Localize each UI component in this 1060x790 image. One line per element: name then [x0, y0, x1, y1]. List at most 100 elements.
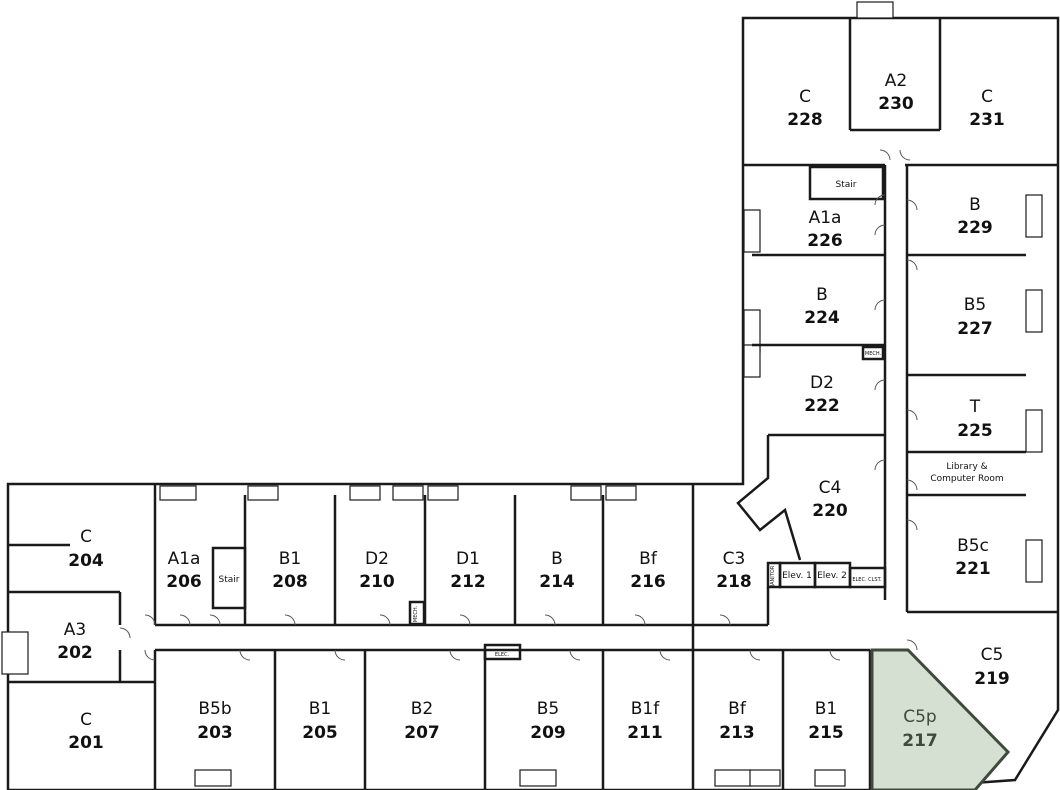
room-216[interactable]: Bf 216: [630, 549, 666, 592]
windows: [1, 1, 1043, 787]
room-228[interactable]: C 228: [787, 87, 823, 130]
room-204[interactable]: C 204: [68, 527, 104, 571]
elevator-1-label: Elev. 1: [782, 571, 812, 581]
room-type: B1: [279, 549, 301, 569]
room-type: C: [80, 710, 92, 730]
room-type: C4: [819, 478, 842, 498]
room-type: C5: [981, 645, 1004, 665]
room-number: 203: [197, 723, 233, 743]
building-outline: [6, 16, 1060, 790]
room-number: 210: [359, 572, 395, 592]
utility-labels: Stair Stair Library & Computer Room Elev…: [219, 180, 1004, 658]
room-214[interactable]: B 214: [539, 549, 575, 592]
room-number: 202: [57, 643, 93, 663]
room-number: 201: [68, 733, 104, 753]
room-number: 222: [804, 396, 840, 416]
room-number: 218: [716, 572, 752, 592]
room-213[interactable]: Bf 213: [719, 699, 755, 743]
room-type: B2: [411, 699, 433, 719]
room-type: A2: [885, 71, 907, 91]
room-type: Bf: [639, 549, 658, 569]
room-224[interactable]: B 224: [804, 285, 840, 328]
stair-label: Stair: [836, 180, 857, 190]
room-201[interactable]: C 201: [68, 710, 104, 753]
room-229[interactable]: B 229: [957, 195, 993, 238]
elec-closet-label: ELEC. CLST.: [852, 577, 882, 583]
elevator-2-label: Elev. 2: [817, 571, 847, 581]
room-number: 220: [812, 501, 848, 521]
room-type: A1a: [809, 208, 842, 228]
room-type: A1a: [168, 549, 201, 569]
room-231[interactable]: C 231: [969, 87, 1005, 130]
room-number: 225: [957, 421, 993, 441]
room-number: 231: [969, 110, 1005, 130]
room-number: 227: [957, 319, 993, 339]
janitor-label: JANITOR: [770, 565, 776, 587]
room-type: B1f: [631, 699, 660, 719]
room-number: 228: [787, 110, 823, 130]
room-type: B1: [309, 699, 331, 719]
room-number: 221: [955, 559, 991, 579]
room-number: 205: [302, 723, 338, 743]
room-highlight-c5p[interactable]: [870, 648, 1011, 790]
room-number: 230: [878, 94, 914, 114]
room-number: 209: [530, 723, 566, 743]
stair-label: Stair: [219, 575, 240, 585]
room-type: D2: [810, 373, 834, 393]
room-number: 215: [808, 723, 844, 743]
elec-label: ELEC.: [495, 652, 510, 658]
room-number: 229: [957, 218, 993, 238]
room-number: 213: [719, 723, 755, 743]
mech-label: MECH.: [413, 605, 419, 622]
room-number: 207: [404, 723, 440, 743]
room-type: C: [981, 87, 993, 107]
room-type: B5: [964, 295, 986, 315]
room-type: D2: [365, 549, 389, 569]
room-type: C5p: [903, 707, 936, 727]
room-number: 224: [804, 308, 840, 328]
library-label-line2: Computer Room: [930, 474, 1003, 484]
room-type: D1: [456, 549, 480, 569]
room-type: C: [799, 87, 811, 107]
room-number: 212: [450, 572, 486, 592]
room-type: C: [80, 527, 92, 547]
room-type: Bf: [728, 699, 747, 719]
library-label-line1: Library &: [946, 462, 987, 472]
room-type: B: [969, 195, 981, 215]
room-number: 217: [902, 731, 938, 751]
room-number: 216: [630, 572, 666, 592]
room-number: 204: [68, 551, 104, 571]
room-number: 211: [627, 723, 663, 743]
room-number: 208: [272, 572, 308, 592]
room-type: C3: [723, 549, 746, 569]
room-number: 214: [539, 572, 575, 592]
room-type: A3: [64, 620, 86, 640]
room-type: B5b: [198, 699, 231, 719]
room-type: B5: [537, 699, 559, 719]
room-type: B: [816, 285, 828, 305]
room-type: B: [551, 549, 563, 569]
